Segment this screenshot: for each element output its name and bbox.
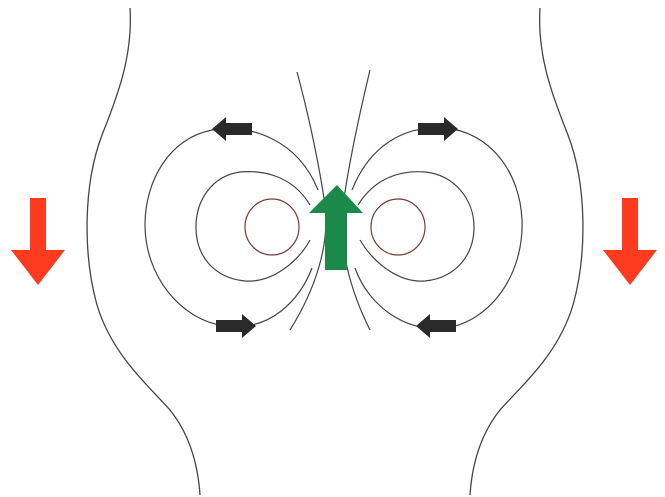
external-downward-arrow-left-icon <box>11 198 65 285</box>
left-vortex-outer-streamline <box>145 128 318 326</box>
right-vortex-middle-streamline <box>358 172 474 281</box>
left-vortex-middle-streamline <box>196 172 310 282</box>
left-vortex-streamlines <box>145 128 318 326</box>
external-downward-arrow-right-icon <box>603 198 657 285</box>
circulation-arrow-top-right-icon <box>418 117 458 141</box>
outer-boundary-right <box>470 8 583 495</box>
circulation-arrow-bottom-left-icon <box>216 314 256 338</box>
right-vortex-outer-streamline <box>352 128 522 329</box>
induced-upward-arrow-icon <box>309 185 363 270</box>
circulation-arrow-top-left-icon <box>212 117 252 141</box>
circulation-arrow-bottom-right-icon <box>416 314 456 338</box>
left-vortex-core <box>245 199 299 255</box>
outer-boundary-left <box>87 8 200 495</box>
right-vortex-core <box>371 199 425 255</box>
right-vortex-streamlines <box>352 128 522 329</box>
